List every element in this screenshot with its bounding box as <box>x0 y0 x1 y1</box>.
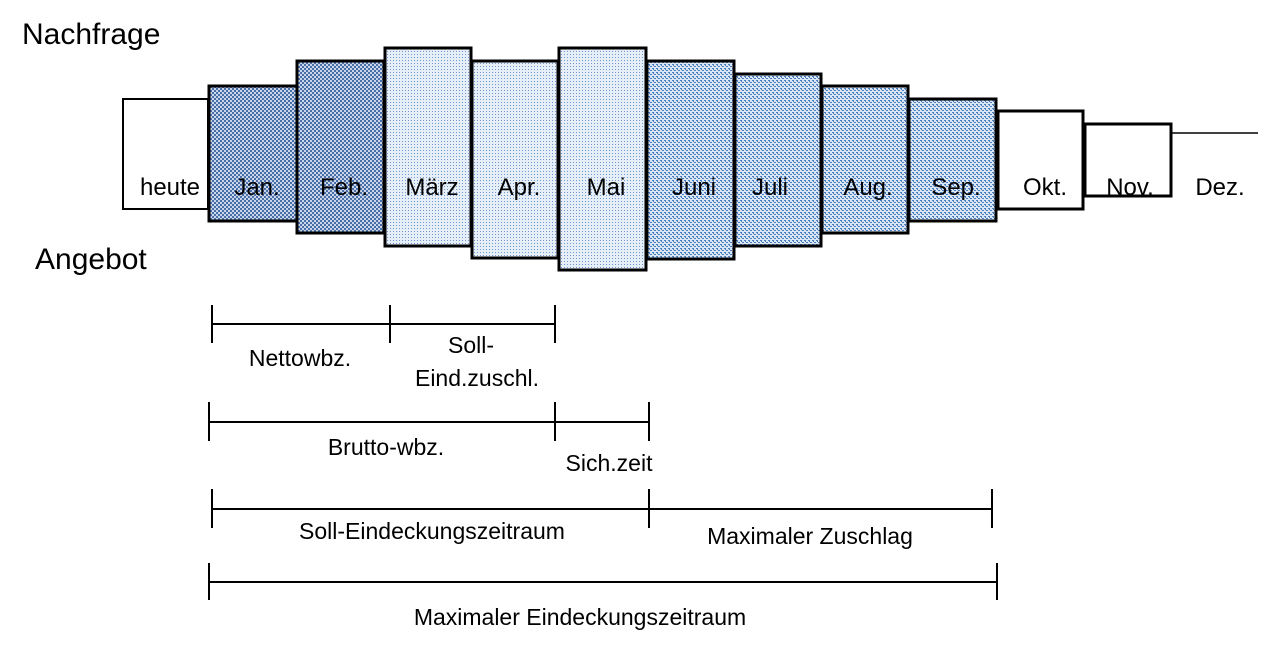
bracket-row-4 <box>208 563 998 600</box>
month-label: Juni <box>672 174 716 201</box>
label-maximaler-eindeckungszeitraum: Maximaler Eindeckungszeitraum <box>414 604 746 630</box>
label-sich-zeit: Sich.zeit <box>566 450 654 476</box>
label-nettowbz: Nettowbz. <box>249 345 351 371</box>
bar-juli <box>733 72 823 248</box>
label-brutto-wbz: Brutto-wbz. <box>328 434 444 460</box>
month-label: Sep. <box>931 174 980 201</box>
bar-jan <box>207 84 299 223</box>
label-soll-eind-2: Eind.zuschl. <box>415 365 539 391</box>
month-label: Okt. <box>1023 174 1067 201</box>
bar-mai <box>557 46 648 272</box>
month-label: Mai <box>587 174 626 201</box>
bar-heute <box>122 98 209 210</box>
supply-title: Angebot <box>35 243 147 276</box>
bracket-row-1 <box>211 305 556 343</box>
month-label: Aug. <box>843 174 892 201</box>
bar-okt <box>996 109 1085 211</box>
month-label: Feb. <box>320 174 368 201</box>
bar-aug <box>820 84 910 235</box>
label-soll-eind-1: Soll- <box>448 332 494 358</box>
bar-feb <box>295 59 386 235</box>
label-maximaler-zuschlag: Maximaler Zuschlag <box>707 523 913 549</box>
month-label: Juli <box>752 174 788 201</box>
bar-maerz <box>383 46 473 248</box>
month-label: Jan. <box>234 174 279 201</box>
bracket-row-3 <box>211 489 993 528</box>
bar-juni <box>645 59 736 261</box>
bar-nov <box>1083 122 1173 198</box>
month-label: Dez. <box>1195 174 1244 201</box>
month-label: März <box>405 174 458 201</box>
bar-apr <box>470 59 560 260</box>
demand-title: Nachfrage <box>22 18 160 51</box>
bar-sep <box>907 97 998 223</box>
month-label: Apr. <box>498 174 541 201</box>
label-soll-eindeckungszeitraum: Soll-Eindeckungszeitraum <box>299 518 565 544</box>
month-label: heute <box>140 174 200 201</box>
bracket-row-2 <box>208 402 650 441</box>
month-label: Nov. <box>1106 174 1154 201</box>
